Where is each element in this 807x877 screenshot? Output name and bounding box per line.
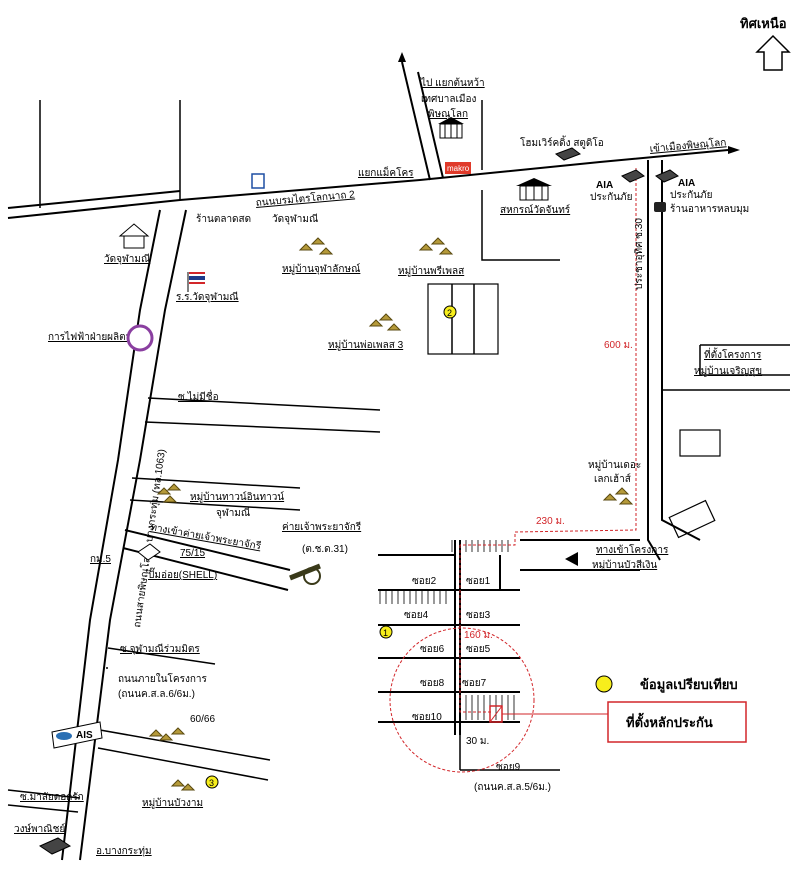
- soi-label-3: ซอย3: [466, 610, 491, 621]
- road-label-to-project-2: หมู่บ้านบัวสีเงิน: [592, 559, 657, 571]
- marker-1-label: 1: [383, 628, 388, 638]
- road-label-bangkrathum: อ.บางกระทุ่ม: [96, 846, 152, 857]
- soi-label-6: ซอย6: [420, 644, 445, 655]
- project-site-label-1: ที่ตั้งโครงการ: [704, 347, 762, 361]
- aia-2-building-icon: [655, 169, 679, 183]
- village-lake-label-2: เลกเฮ้าส์: [594, 473, 631, 485]
- road-label-internal-1: ถนนภายในโครงการ: [118, 672, 207, 685]
- project-site-label-2: หมู่บ้านเจริญสุข: [694, 365, 762, 377]
- marker-3-label: 3: [209, 778, 214, 788]
- village-wechapolis3-label: หมู่บ้านพ่อเพลส 3: [328, 339, 404, 351]
- road-label-soi-chulamanee: ซ.จุฬามณีร่วมมิตร: [120, 643, 200, 655]
- village-lake-icon: [602, 487, 634, 505]
- municipality-label-2: พิษณุโลก: [428, 107, 468, 120]
- village-wechapolis3-icon: [368, 313, 402, 331]
- aia-1-label: AIA: [596, 180, 613, 191]
- village-buangam-label: หมู่บ้านบัวงาม: [142, 797, 203, 809]
- aia-1-building-icon: [621, 169, 645, 183]
- aia-2-label: AIA: [678, 178, 695, 189]
- road-label-to-project-1: ทางเข้าโครงการ: [596, 543, 669, 556]
- gas-station-icon: [137, 543, 161, 561]
- soi-label-5: ซอย5: [466, 644, 491, 655]
- wat-shop-label: วัดจุฬามณี: [272, 213, 318, 225]
- municipality-label-1: เทศบาลเมือง: [421, 93, 476, 105]
- village-townhome-label-2: จุฬามณี: [216, 507, 250, 519]
- temple-icon: [118, 223, 150, 249]
- road-label-pracha-30: ประชาอุทิศ ซ.30: [634, 218, 645, 290]
- road-network: [7, 52, 790, 861]
- marker-2-label: 2: [447, 308, 452, 318]
- road-label-to-camp: ทางเข้าค่ายเจ้าพระยาจักรี: [149, 521, 262, 552]
- cooperative-label: สหกรณ์วัดจันทร์: [500, 204, 571, 216]
- road-label-soi-malai: ซ.มาลัยดอกรัก: [20, 792, 84, 803]
- road-label-internal-1-spec: (ถนนค.ส.ล.6/6ม.): [118, 689, 195, 700]
- cooperative-building-icon: [516, 178, 552, 201]
- soi-label-9: ซอย9: [496, 762, 521, 773]
- makro-label: makro: [447, 164, 470, 173]
- soi-label-9-spec: (ถนนค.ส.ล.5/6ม.): [474, 782, 551, 793]
- marker-2: 2: [443, 305, 457, 319]
- village-lake-label-1: หมู่บ้านเดอะ: [588, 459, 641, 471]
- wongpanich-label: วงษ์พาณิชย์: [14, 823, 65, 835]
- legend-compare-label: ข้อมูลเปรียบเทียบ: [640, 677, 738, 693]
- school-label: ร.ร.วัดจุฬามณี: [176, 291, 239, 303]
- road-label-main: ถนนบรมไตรโลกนาถ 2: [255, 187, 356, 209]
- soi-label-8: ซอย8: [420, 678, 445, 689]
- pea-label: การไฟฟ้าฝ่ายผลิตฯ: [48, 331, 131, 343]
- cannon-icon: [289, 563, 321, 585]
- soi-label-7: ซอย7: [462, 678, 487, 689]
- village-townhome-label: หมู่บ้านทาวน์อินทาวน์: [190, 491, 284, 503]
- road-label-km5: กม.5: [90, 554, 111, 565]
- soi-label-1: ซอย1: [466, 576, 491, 587]
- soi-label-2: ซอย2: [412, 576, 437, 587]
- homeworks-label: โฮมเวิร์คดิ้ง สตูดิโอ: [520, 135, 604, 149]
- ais-label: AIS: [76, 730, 93, 741]
- gas-station-logo-icon: [251, 173, 265, 189]
- north-arrow-icon: [755, 34, 791, 71]
- municipality-building-icon: [438, 117, 464, 139]
- soi-label-10: ซอย10: [412, 712, 442, 723]
- pea-logo-icon: [126, 324, 154, 352]
- road-label-aek-tonwa: ไป แยกต้นหว้า: [420, 77, 485, 89]
- legend-site-label: ที่ตั้งหลักประกัน: [626, 712, 713, 730]
- legend-compare-dot: [595, 675, 613, 693]
- distance-230: 230 ม.: [536, 516, 565, 527]
- village-buangam-icon: [170, 779, 196, 791]
- village-internal-icon: [148, 727, 186, 741]
- gas-label: ปั๊มอ่อย(SHELL): [148, 567, 217, 581]
- num-60-66-label: 60/66: [190, 714, 215, 725]
- homeworks-building-icon: [554, 147, 582, 161]
- restaurant-label: ร้านอาหารหลบมุม: [670, 203, 749, 215]
- marker-3: 3: [205, 775, 219, 789]
- village-chula-label: หมู่บ้านจุฬาลักษณ์: [282, 263, 360, 275]
- road-label-aek-macro: แยกแม็คโคร: [358, 165, 414, 179]
- route-lines: [389, 168, 637, 773]
- distance-600: 600 ม.: [604, 340, 633, 351]
- camp-sub-label: (ต.ช.ด.31): [302, 544, 348, 555]
- marker-1: 1: [379, 625, 393, 639]
- thai-flag-icon: [187, 272, 205, 292]
- wongpanich-building-icon: [38, 837, 72, 855]
- road-label-soi-maimi: ซ.ไม่มีชื่อ: [178, 389, 219, 403]
- north-label: ทิศเหนือ: [740, 16, 787, 31]
- village-wechapolis-label: หมู่บ้านพรีเพลส: [398, 265, 464, 277]
- gas-num-label: 75/15: [180, 548, 205, 559]
- arrow-left-icon: [565, 552, 578, 566]
- village-chula-icon: [298, 237, 334, 255]
- makro-logo: [445, 162, 471, 174]
- ais-logo-icon: [51, 721, 103, 749]
- wat-label: วัดจุฬามณี: [104, 253, 150, 265]
- distance-160: 160 ม.: [464, 630, 493, 641]
- camp-label: ค่ายเจ้าพระยาจักรี: [282, 521, 362, 533]
- legend-site-box: [607, 701, 747, 743]
- aia-2-sub: ประกันภัย: [670, 190, 712, 201]
- market-label: ร้านตลาดสด: [196, 213, 251, 225]
- soi-label-4: ซอย4: [404, 610, 429, 621]
- distance-30: 30 ม.: [466, 736, 489, 747]
- restaurant-icon: [654, 202, 666, 212]
- village-wechapolis-icon: [418, 237, 454, 255]
- village-townhome-icon: [156, 483, 182, 503]
- aia-1-sub: ประกันภัย: [590, 192, 632, 203]
